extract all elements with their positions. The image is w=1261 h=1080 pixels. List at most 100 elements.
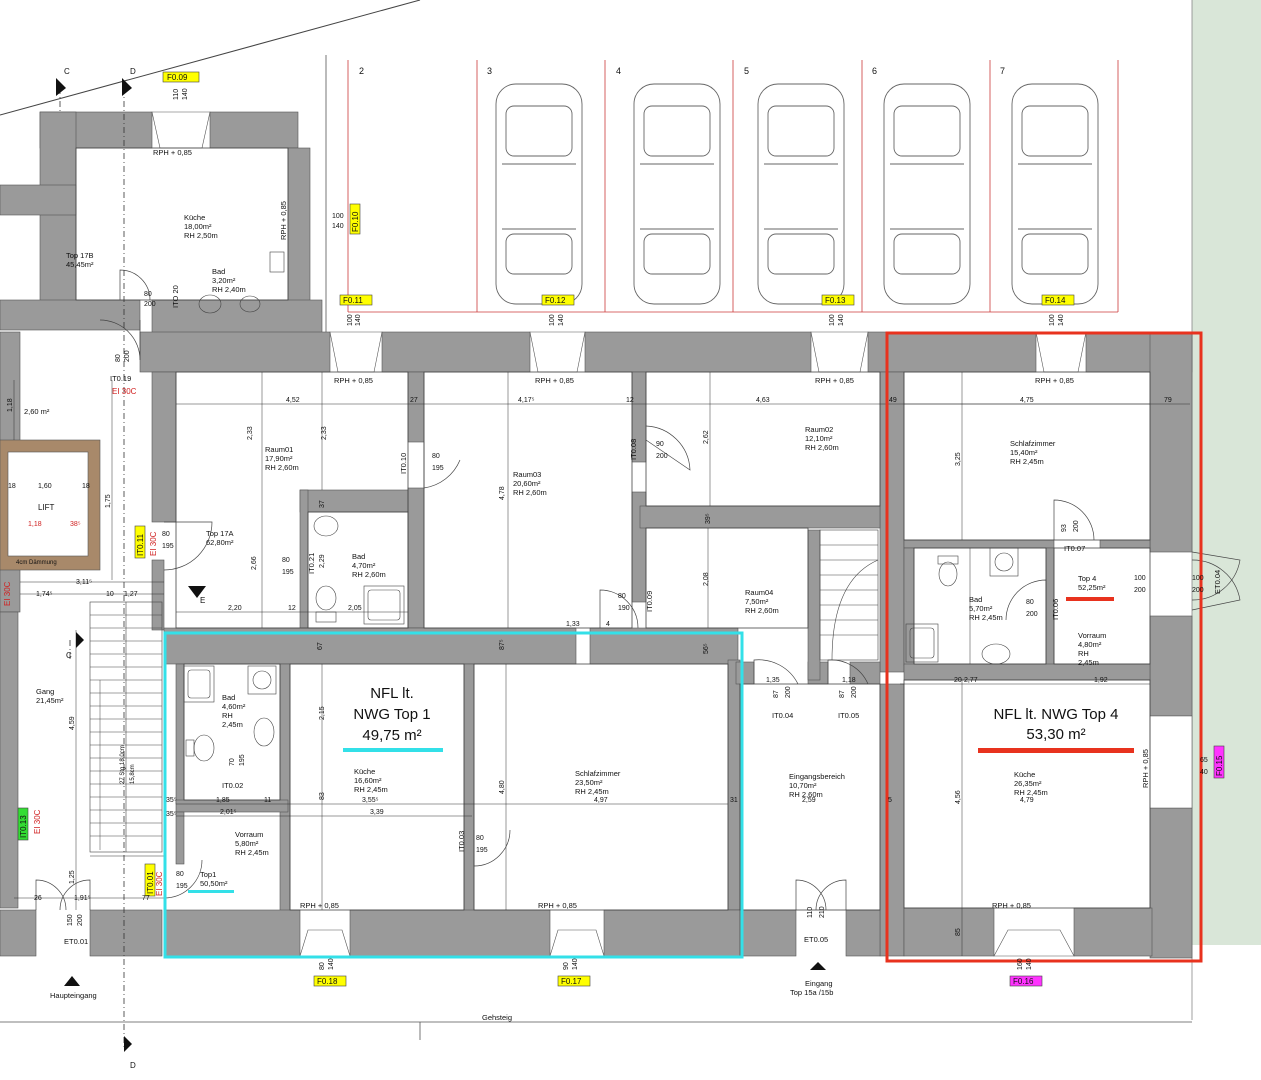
plan-label: 83 (319, 792, 326, 800)
dimension-texts: 4,52 27 4,17⁵ 12 4,63 49 4,75 79 1,18 2,… (7, 397, 1172, 936)
plan-label: 4,63 (756, 397, 770, 404)
door-label: IT0.21 (307, 553, 316, 574)
plan-label: 1,35 (766, 677, 780, 684)
plan-label: RH 2,60m (745, 606, 779, 615)
plan-label: 1,60 (38, 483, 52, 490)
plan-label: 45,45m² (66, 260, 94, 269)
plan-label: 140 (355, 314, 362, 326)
car-icon (1011, 83, 1099, 305)
plan-label: Raum04 (745, 588, 773, 597)
door-label: IT0.03 (457, 831, 466, 852)
car-icon (633, 83, 721, 305)
plan-label: 3,39 (370, 809, 384, 816)
plan-label: 200 (1134, 587, 1146, 594)
plan-label: 85 (955, 928, 962, 936)
plan-label: 4,78 (499, 486, 506, 500)
plan-label: 15,8cm (130, 764, 136, 784)
parking-number: 6 (872, 66, 877, 76)
plan-label: 1,18 (7, 398, 14, 412)
plan-label: RH 2,45m (354, 785, 388, 794)
sidewalk-label: Gehsteig (482, 1013, 512, 1022)
window-tag-f009: F0.09 (167, 73, 188, 82)
plan-label: 1,85 (216, 797, 230, 804)
plan-label: 38⁵ (70, 521, 81, 528)
plan-label: 80 (176, 871, 184, 878)
section-c-label: C (64, 67, 70, 76)
plan-label: 80 (476, 835, 484, 842)
rph-label: RPH + 0,85 (300, 901, 339, 910)
top1-underline (343, 748, 443, 752)
fire-rating: EI 30C (149, 531, 158, 556)
plan-label: 200 (1192, 587, 1204, 594)
plan-label: RH 2,40m (212, 285, 246, 294)
plan-label: 4,17⁵ (518, 397, 535, 404)
plan-label: 200 (785, 686, 792, 698)
plan-label: RH 2,45m (575, 787, 609, 796)
top1-small-underline (188, 890, 234, 893)
plan-label: 31 (730, 797, 738, 804)
dimension-lines (13, 372, 1190, 956)
parking-numbers: 2 3 4 5 6 7 (359, 66, 1005, 76)
plan-label: 23,50m² (575, 778, 603, 787)
plan-label: 20,60m² (513, 479, 541, 488)
window-tag-f017: F0.17 (561, 977, 582, 986)
plan-label: 2,77 (964, 677, 978, 684)
plan-label: Gang (36, 687, 54, 696)
plan-label: 26,35m² (1014, 779, 1042, 788)
plan-label: 150 (67, 914, 74, 926)
plan-label: 12,10m² (805, 434, 833, 443)
plan-label: RH 2,60m (513, 488, 547, 497)
plan-label: 4,80m² (1078, 640, 1102, 649)
plan-label: Raum01 (265, 445, 293, 454)
plan-label: Bad (222, 693, 235, 702)
plan-label: 40 (1200, 769, 1208, 776)
plan-label: 100 (1049, 314, 1056, 326)
plan-label: 27 Stg 18,0cm (120, 745, 126, 784)
plan-label: 2,33 (321, 426, 328, 440)
fire-rating: EI 30C (3, 581, 12, 606)
plan-label: 2,01⁵ (220, 809, 237, 816)
plan-label: 70 (229, 758, 236, 766)
plan-label: 2,29 (319, 554, 326, 568)
plan-label: 1,25 (69, 870, 76, 884)
plan-label: 15,40m² (1010, 448, 1038, 457)
plan-label: 110 (173, 89, 180, 100)
plan-label: 5 (888, 797, 892, 804)
top1-highlight-area: 49,75 m² (362, 727, 421, 744)
plan-label: 90 (563, 962, 570, 970)
top4-highlight-area: 53,30 m² (1026, 726, 1085, 743)
main-entrance-label: Haupteingang (50, 991, 97, 1000)
door-label: IT0.09 (645, 591, 654, 612)
plan-label: 210 (819, 906, 826, 918)
plan-label: 80 (162, 531, 170, 538)
rph-label: RPH + 0,85 (535, 376, 574, 385)
plan-label: 62,80m² (206, 538, 234, 547)
plan-label: 3,11⁵ (76, 579, 92, 586)
plan-label: 20 (954, 677, 962, 684)
plan-label: 17,90m² (265, 454, 293, 463)
plan-label: RH 2,60m (352, 570, 386, 579)
plan-label: 67 (317, 642, 324, 650)
plan-label: 4,60m² (222, 702, 246, 711)
staircase (89, 529, 879, 853)
insulation-label: 4cm Dämmung (16, 560, 57, 566)
window-tag-f010: F0.10 (351, 211, 360, 232)
plan-label: RH 2,50m (184, 231, 218, 240)
plan-label: 80 (1026, 599, 1034, 606)
green-strip (1192, 0, 1261, 945)
plan-label: 1,74⁵ (36, 591, 53, 598)
plan-label: 200 (1073, 520, 1080, 532)
plan-label: RH 2,60m (789, 790, 823, 799)
rph-label: RPH + 0,85 (992, 901, 1031, 910)
door-label: ITO 20 (171, 285, 180, 308)
rph-label: RPH + 0,85 (1035, 376, 1074, 385)
entrance-sub-label: Top 15a /15b (790, 988, 833, 997)
plan-label: 2,08 (703, 572, 710, 586)
plan-label: Schlafzimmer (1010, 439, 1056, 448)
plan-label: 10,70m² (789, 781, 817, 790)
door-label: IT0.07 (1064, 544, 1085, 553)
plan-label: RH 2,45m (1014, 788, 1048, 797)
plan-label: 5,80m² (235, 839, 259, 848)
parking-number: 7 (1000, 66, 1005, 76)
misc-labels: RPH + 0,85 RPH + 0,85 RPH + 0,85 RPH + 0… (16, 148, 1222, 1022)
